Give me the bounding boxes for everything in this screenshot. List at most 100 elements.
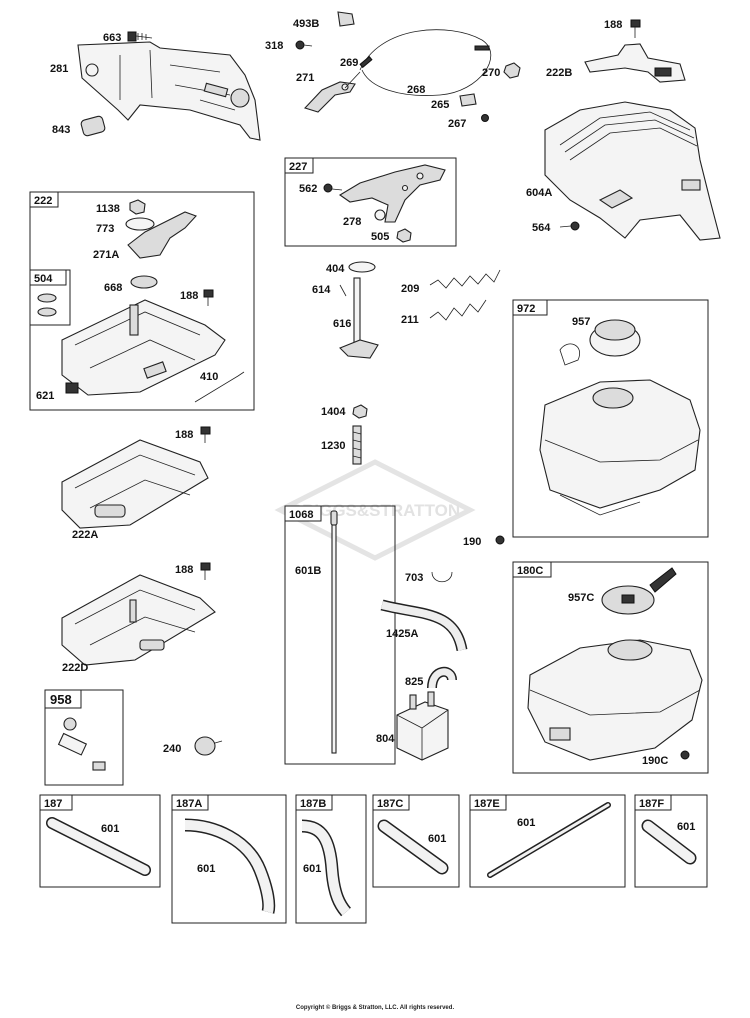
part-318-screw [295,40,313,50]
part-703-clamp [431,571,453,583]
box-label-222: 222 [34,195,52,207]
part-211-spring [429,299,487,321]
box-label-187E: 187E [474,798,500,810]
box-label-187C: 187C [377,798,403,810]
part-222B-bracket [584,43,686,83]
label-843: 843 [52,124,70,136]
label-209: 209 [401,283,419,295]
part-267-screw [481,114,489,122]
part-1425A-hose [380,599,468,652]
part-240-filter [194,736,223,756]
label-1425A: 1425A [386,628,418,640]
label-265: 265 [431,99,449,111]
label-505: 505 [371,231,389,243]
box-1068 [284,505,396,765]
part-614-pin [339,284,347,297]
label-804: 804 [376,733,395,745]
part-562-screw [323,183,343,193]
label-773: 773 [96,223,114,235]
part-663-screw [127,31,153,42]
label-663: 663 [103,32,121,44]
label-188-222D: 188 [175,564,193,576]
part-187-fuel-line [46,817,151,876]
label-1138: 1138 [96,203,120,215]
part-410-link [194,371,245,403]
label-668: 668 [104,282,122,294]
part-505-nut [396,228,412,243]
box-label-187F: 187F [639,798,664,810]
label-318: 318 [265,40,283,52]
box-180C [512,561,709,774]
part-187E-fuel-line [487,802,611,878]
box-label-1068: 1068 [289,509,313,521]
label-222D: 222D [62,662,88,674]
part-1230-stud [352,425,362,465]
label-564: 564 [532,222,551,234]
part-188-bolt-top [630,19,641,38]
box-label-504: 504 [34,273,53,285]
label-188-top: 188 [604,19,622,31]
part-188-bolt-222D [200,562,211,580]
part-957C-fuel-cap [601,567,677,615]
label-562: 562 [299,183,317,195]
label-240: 240 [163,743,181,755]
label-278: 278 [343,216,361,228]
box-label-227: 227 [289,161,307,173]
box-label-187B: 187B [300,798,326,810]
label-271A: 271A [93,249,119,261]
part-209-spring [429,269,501,289]
part-616-shaft [339,277,379,359]
part-957-fuel-cap [559,319,641,366]
label-270: 270 [482,67,500,79]
box-958 [44,689,124,786]
label-188-222: 188 [180,290,198,302]
label-190: 190 [463,536,481,548]
copyright-text: Copyright © Briggs & Stratton, LLC. All … [295,1005,455,1011]
part-958-valve [57,717,106,771]
label-271: 271 [296,72,314,84]
part-1404-nut [352,404,368,419]
box-label-972: 972 [517,303,535,315]
part-668-bushing [130,275,158,289]
part-270-nut [503,62,521,79]
part-271-lever [303,81,356,113]
label-222B: 222B [546,67,572,79]
label-703: 703 [405,572,423,584]
part-601B-dipstick [330,510,338,754]
box-label-958: 958 [50,692,72,707]
label-601-187E: 601 [517,817,535,829]
label-601B: 601B [295,565,321,577]
box-187 [39,794,161,888]
label-211: 211 [401,314,419,326]
part-227-lever [338,164,446,223]
label-601-187B: 601 [303,863,321,875]
box-227 [284,157,457,247]
part-843-pad [80,115,106,137]
label-621: 621 [36,390,54,402]
label-222A: 222A [72,529,98,541]
box-187A [171,794,287,924]
part-804-canister [396,691,449,761]
part-621-clip [65,382,79,394]
label-601-187F: 601 [677,821,695,833]
label-614: 614 [312,284,331,296]
part-268-cable [344,29,492,96]
part-222A-control-plate [61,439,209,529]
part-493B-clip [337,11,355,27]
part-972-fuel-tank [539,379,701,516]
label-188-222A: 188 [175,429,193,441]
part-188-bolt-222 [203,289,214,306]
label-957: 957 [572,316,590,328]
part-504-washers [37,293,57,317]
label-957C: 957C [568,592,594,604]
part-773-washer [125,217,155,231]
part-271A-lever [127,211,197,259]
part-187A-fuel-line [184,818,276,914]
label-604A: 604A [526,187,552,199]
box-label-187A: 187A [176,798,202,810]
part-180C-fuel-tank [527,639,703,761]
label-268: 268 [407,84,425,96]
part-190-screw [495,535,505,545]
part-604A-shroud [544,101,721,241]
